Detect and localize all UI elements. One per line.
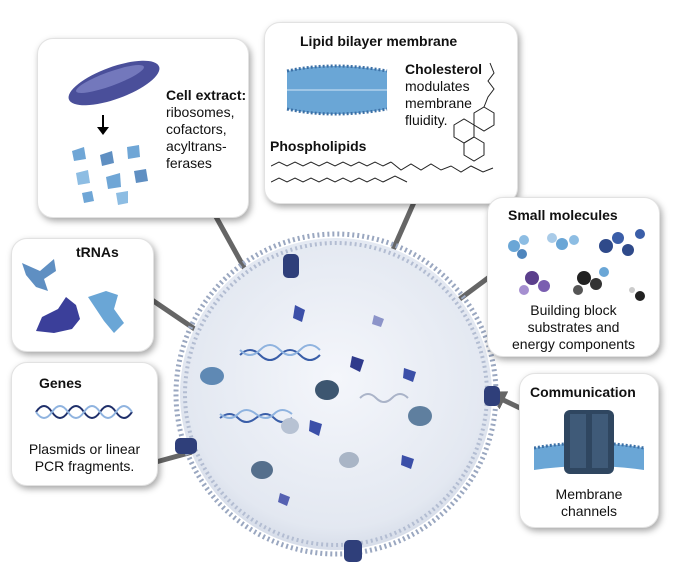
lipid-bilayer-panel: Lipid bilayer membrane Cholesterol modul…	[264, 22, 518, 204]
small-molecules-line: energy components	[512, 336, 635, 352]
small-molecules-line: substrates and	[527, 319, 620, 335]
phospholipid-structure-icon	[271, 161, 494, 183]
dna-helix-icon	[35, 405, 133, 419]
dna-strand-icon	[359, 393, 409, 403]
small-molecules-panel: Small molecules Building block substrate…	[487, 197, 660, 357]
cholesterol-structure-icon	[453, 62, 495, 162]
ribosome-icon	[200, 367, 224, 385]
communication-line: channels	[560, 503, 618, 519]
genes-panel: Genes Plasmids or linear PCR fragments.	[11, 362, 158, 486]
genes-title: Genes	[39, 375, 82, 391]
bacterium-icon	[68, 60, 160, 205]
trna-icon	[278, 493, 290, 506]
membrane-channel-icon	[534, 410, 644, 474]
cholesterol-line: membrane	[405, 95, 472, 111]
cell-extract-panel: Cell extract: ribosomes, cofactors, acyl…	[37, 38, 249, 218]
ribosome-icon	[281, 418, 299, 434]
ribosome-icon	[408, 406, 432, 426]
communication-title: Communication	[530, 384, 636, 400]
trnas-title: tRNAs	[76, 244, 119, 260]
trna-icon	[350, 356, 364, 372]
communication-panel: Communication Membrane channels	[519, 373, 659, 528]
membrane-channel	[283, 254, 299, 278]
ribosome-icon	[251, 461, 273, 479]
trna-icon	[403, 368, 416, 382]
ribosome-icon	[339, 452, 359, 468]
small-molecules-title: Small molecules	[508, 207, 618, 223]
communication-line: Membrane	[555, 486, 623, 502]
dna-strand-icon	[219, 413, 293, 423]
small-molecules-line: Building block	[530, 302, 617, 318]
cholesterol-title: Cholesterol	[405, 61, 483, 77]
membrane-channel	[175, 438, 197, 454]
dna-strand-icon	[239, 344, 321, 356]
membrane-channel	[484, 386, 500, 406]
genes-line: Plasmids or linear	[28, 441, 141, 457]
cholesterol-line: modulates	[405, 78, 470, 94]
lipid-bilayer-title: Lipid bilayer membrane	[300, 33, 458, 49]
cell-extract-line: acyltrans-	[166, 138, 227, 154]
trna-structures-icon	[22, 259, 124, 333]
dna-strand-icon	[239, 349, 321, 361]
genes-line: PCR fragments.	[34, 458, 135, 474]
cell-extract-line: ferases	[166, 155, 212, 171]
dna-strand-icon	[219, 409, 293, 419]
trna-icon	[309, 420, 322, 436]
phospholipids-title: Phospholipids	[270, 138, 367, 154]
cell-extract-line: cofactors,	[166, 121, 227, 137]
membrane-channel	[344, 540, 362, 562]
trnas-panel: tRNAs	[11, 238, 154, 352]
cholesterol-line: fluidity.	[405, 112, 448, 128]
molecules-icon	[508, 229, 645, 301]
cell-extract-title: Cell extract:	[166, 87, 247, 103]
cell-extract-line: ribosomes,	[166, 104, 235, 120]
trna-icon	[372, 315, 384, 327]
ribosome-icon	[315, 380, 339, 400]
bilayer-icon	[286, 64, 388, 116]
trna-icon	[401, 455, 414, 469]
trna-icon	[293, 305, 305, 322]
